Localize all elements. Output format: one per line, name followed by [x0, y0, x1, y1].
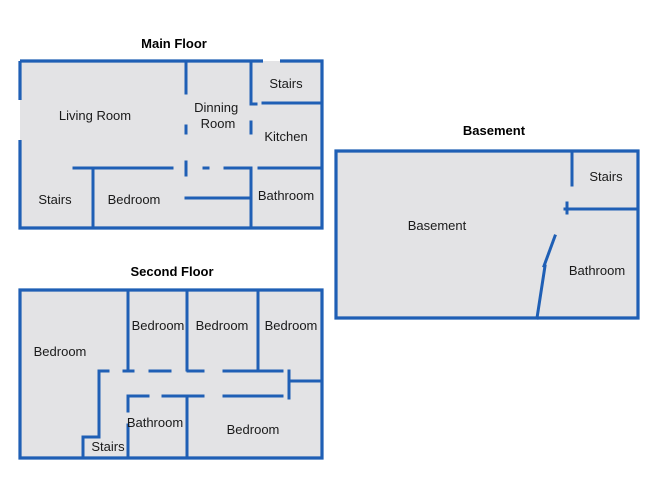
basement-wall-bathroom [535, 264, 547, 320]
basement-wall-door-angle [542, 234, 557, 268]
second-stairs-label: Stairs [91, 439, 125, 454]
main-stairs-left-label: Stairs [38, 192, 72, 207]
main-kitchen-label: Kitchen [264, 129, 307, 144]
basement-area [336, 151, 638, 318]
main-floor-area [20, 61, 322, 228]
main-living-room-label: Living Room [59, 108, 131, 123]
second-wall-hall-right [287, 369, 324, 400]
basement-stairs-label: Stairs [589, 169, 623, 184]
second-floor-title: Second Floor [130, 264, 213, 279]
main-floor-outer-walls [18, 59, 324, 230]
main-bedroom-label: Bedroom [108, 192, 161, 207]
main-dining-line-1: Dinning [194, 100, 238, 115]
basement-bathroom-label: Bathroom [569, 263, 625, 278]
main-floor-plan: Main Floor Living Room Dinning Room Stai… [18, 36, 324, 230]
main-floor-title: Main Floor [141, 36, 207, 51]
basement-title: Basement [463, 123, 526, 138]
second-floor-area [20, 290, 322, 458]
second-bedroom-1-label: Bedroom [132, 318, 185, 333]
second-bedroom-2-label: Bedroom [196, 318, 249, 333]
second-floor-plan: Second Floor Bedroom Bedroom Bedroom Bed… [18, 264, 324, 460]
main-bathroom-label: Bathroom [258, 188, 314, 203]
second-bedroom-3-label: Bedroom [265, 318, 318, 333]
second-wall-stairs [81, 435, 101, 460]
basement-plan: Basement Basement Stairs Bathroom [334, 123, 640, 320]
main-dining-room-label: Dinning Room [194, 100, 242, 131]
second-bathroom-label: Bathroom [127, 415, 183, 430]
basement-outer-walls [334, 149, 640, 320]
second-bedroom-left-label: Bedroom [34, 344, 87, 359]
main-wall-hallway [72, 160, 252, 177]
main-wall-dining-stairs [249, 59, 258, 106]
main-stairs-top-label: Stairs [269, 76, 303, 91]
second-floor-outer-walls [18, 288, 324, 460]
basement-room-label: Basement [408, 218, 467, 233]
main-dining-line-2: Room [201, 116, 236, 131]
second-bedroom-bottom-label: Bedroom [227, 422, 280, 437]
